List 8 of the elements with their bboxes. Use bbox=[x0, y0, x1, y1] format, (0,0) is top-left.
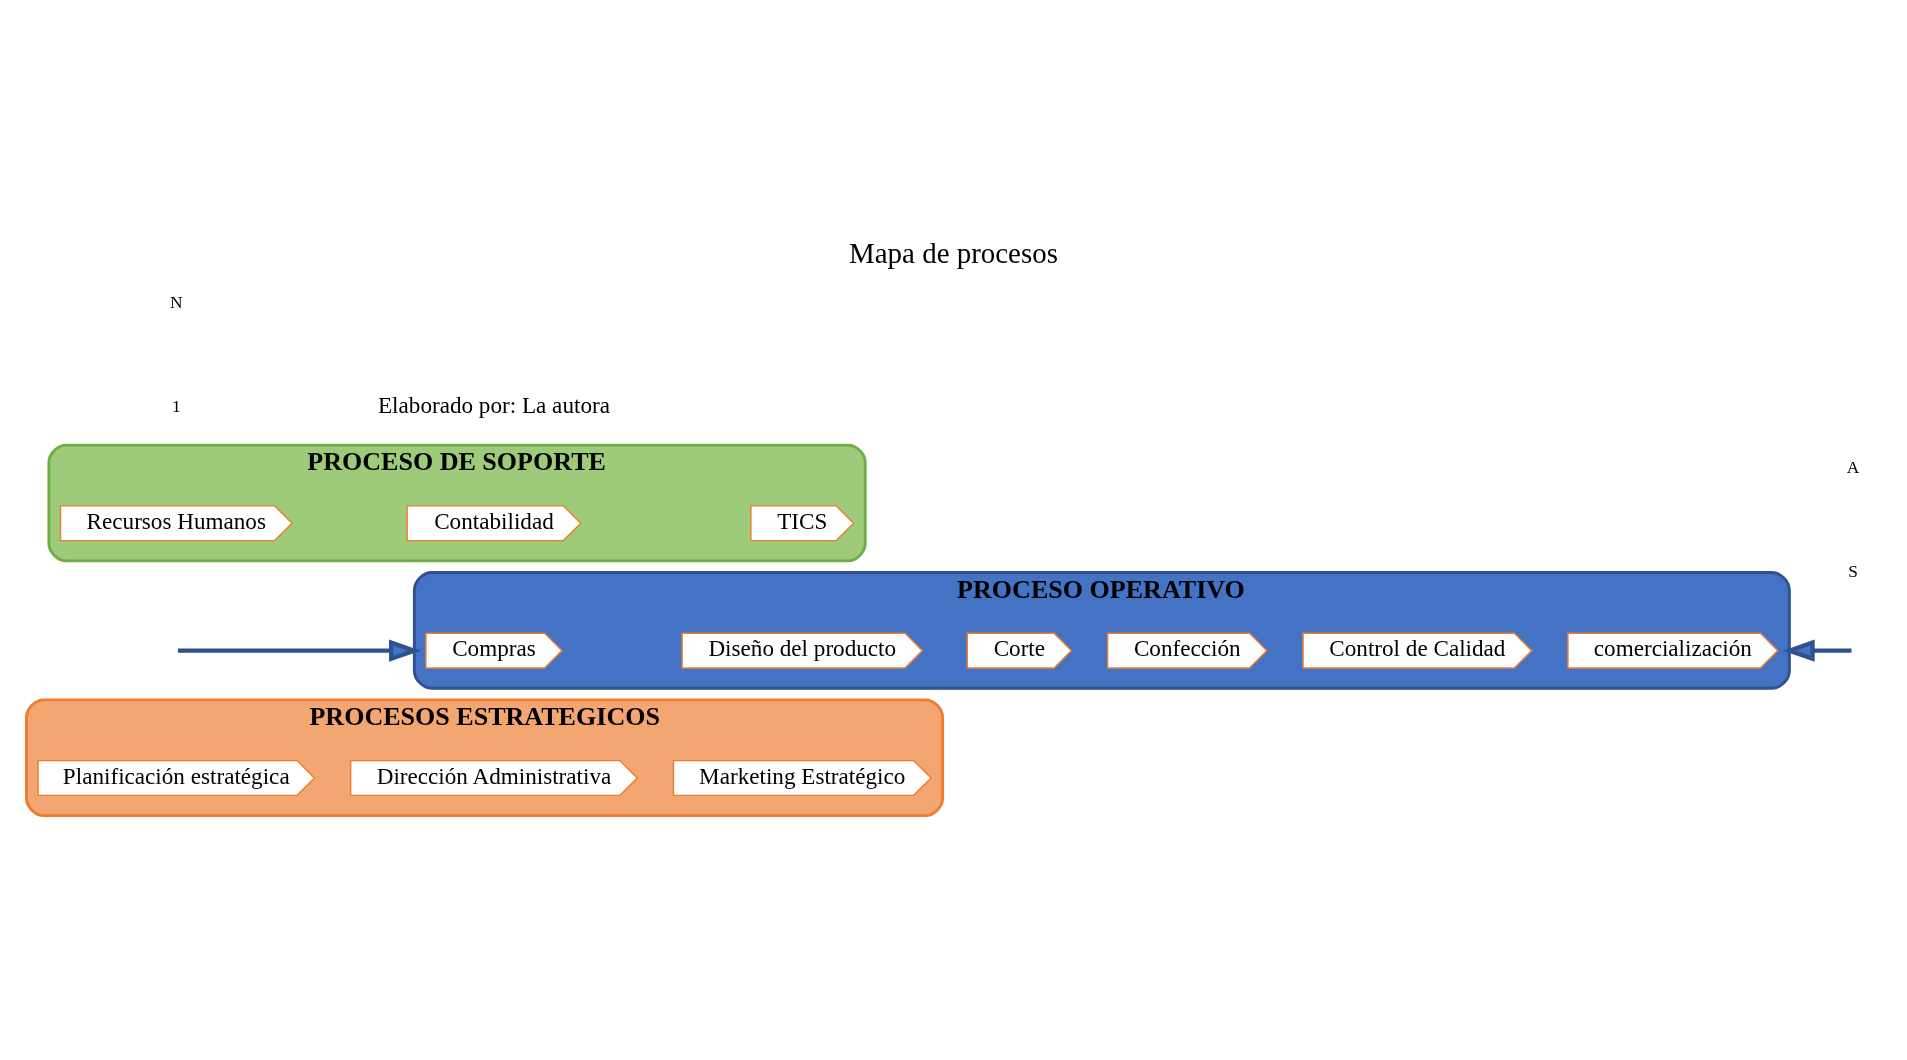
caption: Elaborado por: La autora bbox=[377, 391, 610, 418]
label: S bbox=[1848, 561, 1858, 581]
diagram-title: Mapa de procesos bbox=[849, 236, 1058, 269]
arrow bbox=[177, 638, 421, 662]
arrow bbox=[1782, 638, 1852, 662]
label: N bbox=[169, 292, 183, 312]
label: A bbox=[1846, 457, 1860, 477]
label: 1 bbox=[171, 396, 181, 416]
